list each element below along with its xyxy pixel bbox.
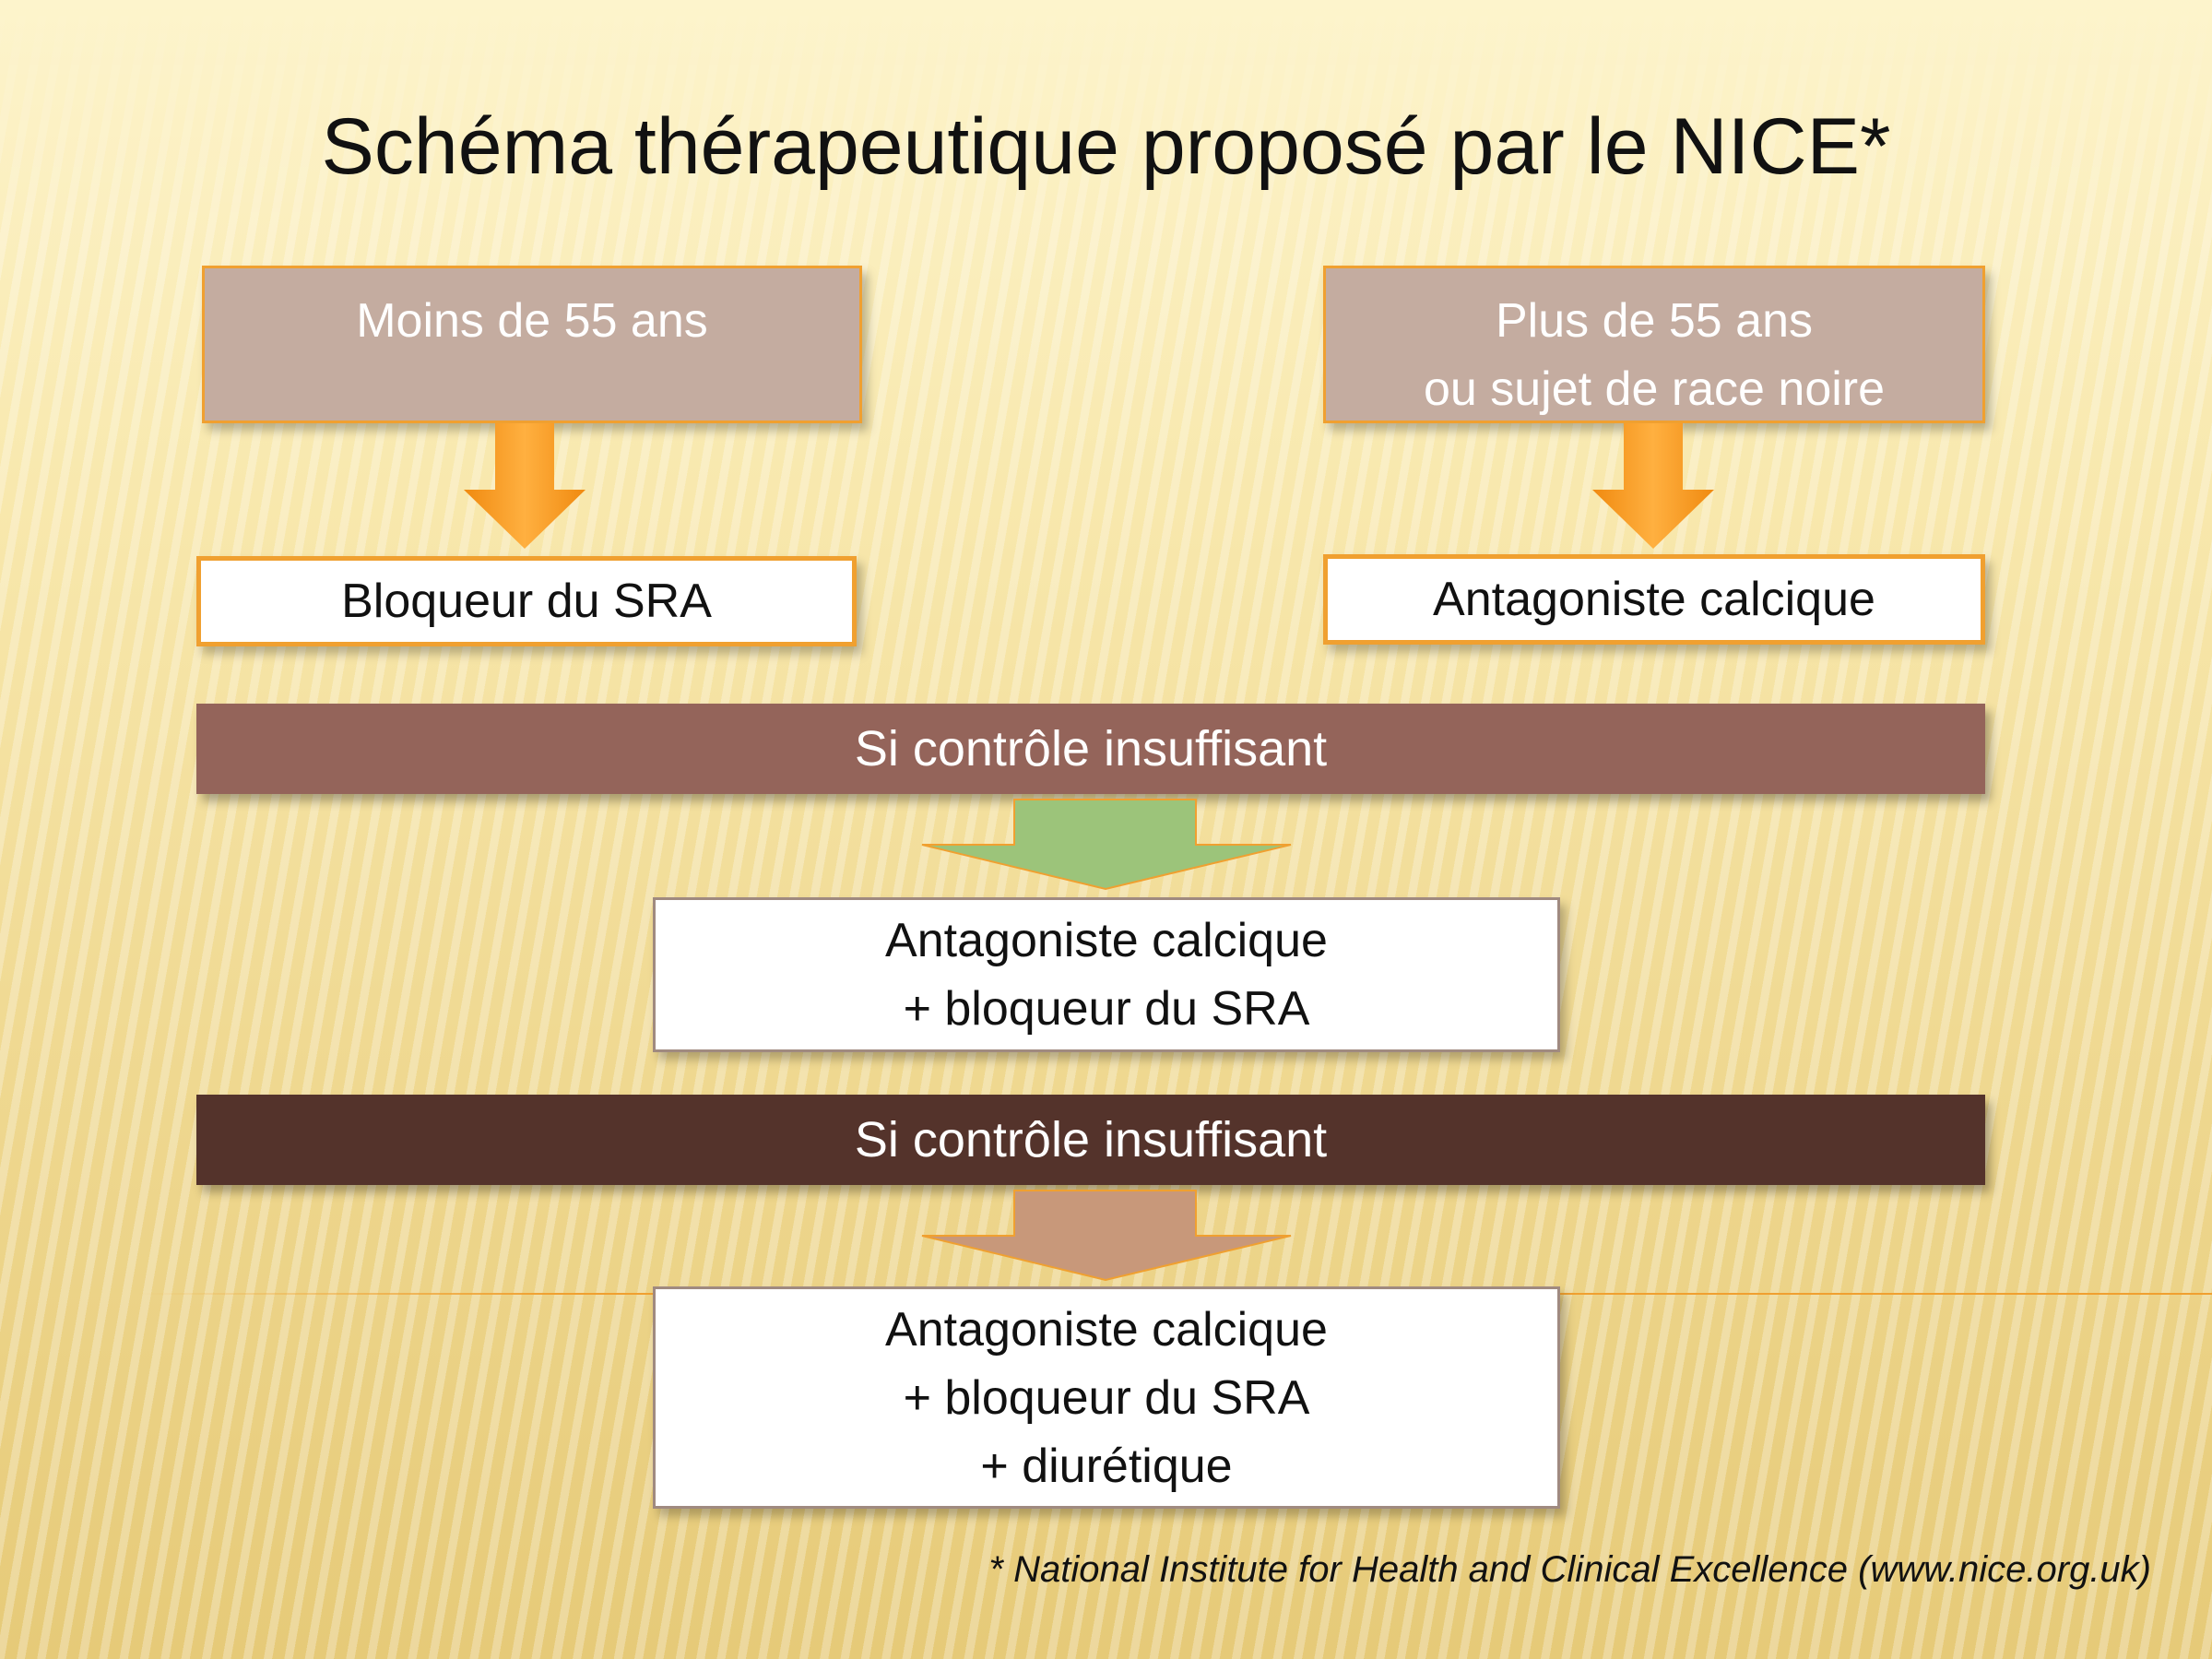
treatment-line: + diurétique bbox=[980, 1439, 1233, 1493]
treatment-box-step2: Antagoniste calcique + bloqueur du SRA bbox=[653, 897, 1560, 1052]
group-under-55: Moins de 55 ans bbox=[202, 266, 862, 423]
tan-arrow-down bbox=[921, 1190, 1292, 1282]
orange-arrow-down bbox=[1592, 423, 1714, 549]
condition-bar-1: Si contrôle insuffisant bbox=[196, 704, 1985, 794]
treatment-line: Antagoniste calcique bbox=[885, 1302, 1328, 1357]
treatment-label: Antagoniste calcique bbox=[1433, 573, 1875, 626]
treatment-box-sra: Bloqueur du SRA bbox=[196, 556, 857, 646]
slide-title: Schéma thérapeutique proposé par le NICE… bbox=[321, 102, 1891, 191]
condition-bar-2: Si contrôle insuffisant bbox=[196, 1095, 1985, 1185]
treatment-box-calcium: Antagoniste calcique bbox=[1323, 554, 1985, 645]
treatment-line: + bloqueur du SRA bbox=[903, 982, 1310, 1036]
group-label: Plus de 55 ans bbox=[1495, 294, 1814, 348]
green-arrow-down bbox=[921, 799, 1292, 891]
footnote: * National Institute for Health and Clin… bbox=[988, 1549, 2151, 1590]
treatment-line: Antagoniste calcique bbox=[885, 914, 1328, 967]
treatment-label: Bloqueur du SRA bbox=[341, 575, 712, 628]
orange-arrow-down bbox=[464, 423, 586, 549]
treatment-line: + bloqueur du SRA bbox=[903, 1370, 1310, 1425]
group-over-55: Plus de 55 ans ou sujet de race noire bbox=[1323, 266, 1985, 423]
treatment-box-step3: Antagoniste calcique + bloqueur du SRA +… bbox=[653, 1286, 1560, 1509]
group-label: Moins de 55 ans bbox=[356, 294, 708, 348]
group-label: ou sujet de race noire bbox=[1423, 362, 1886, 416]
